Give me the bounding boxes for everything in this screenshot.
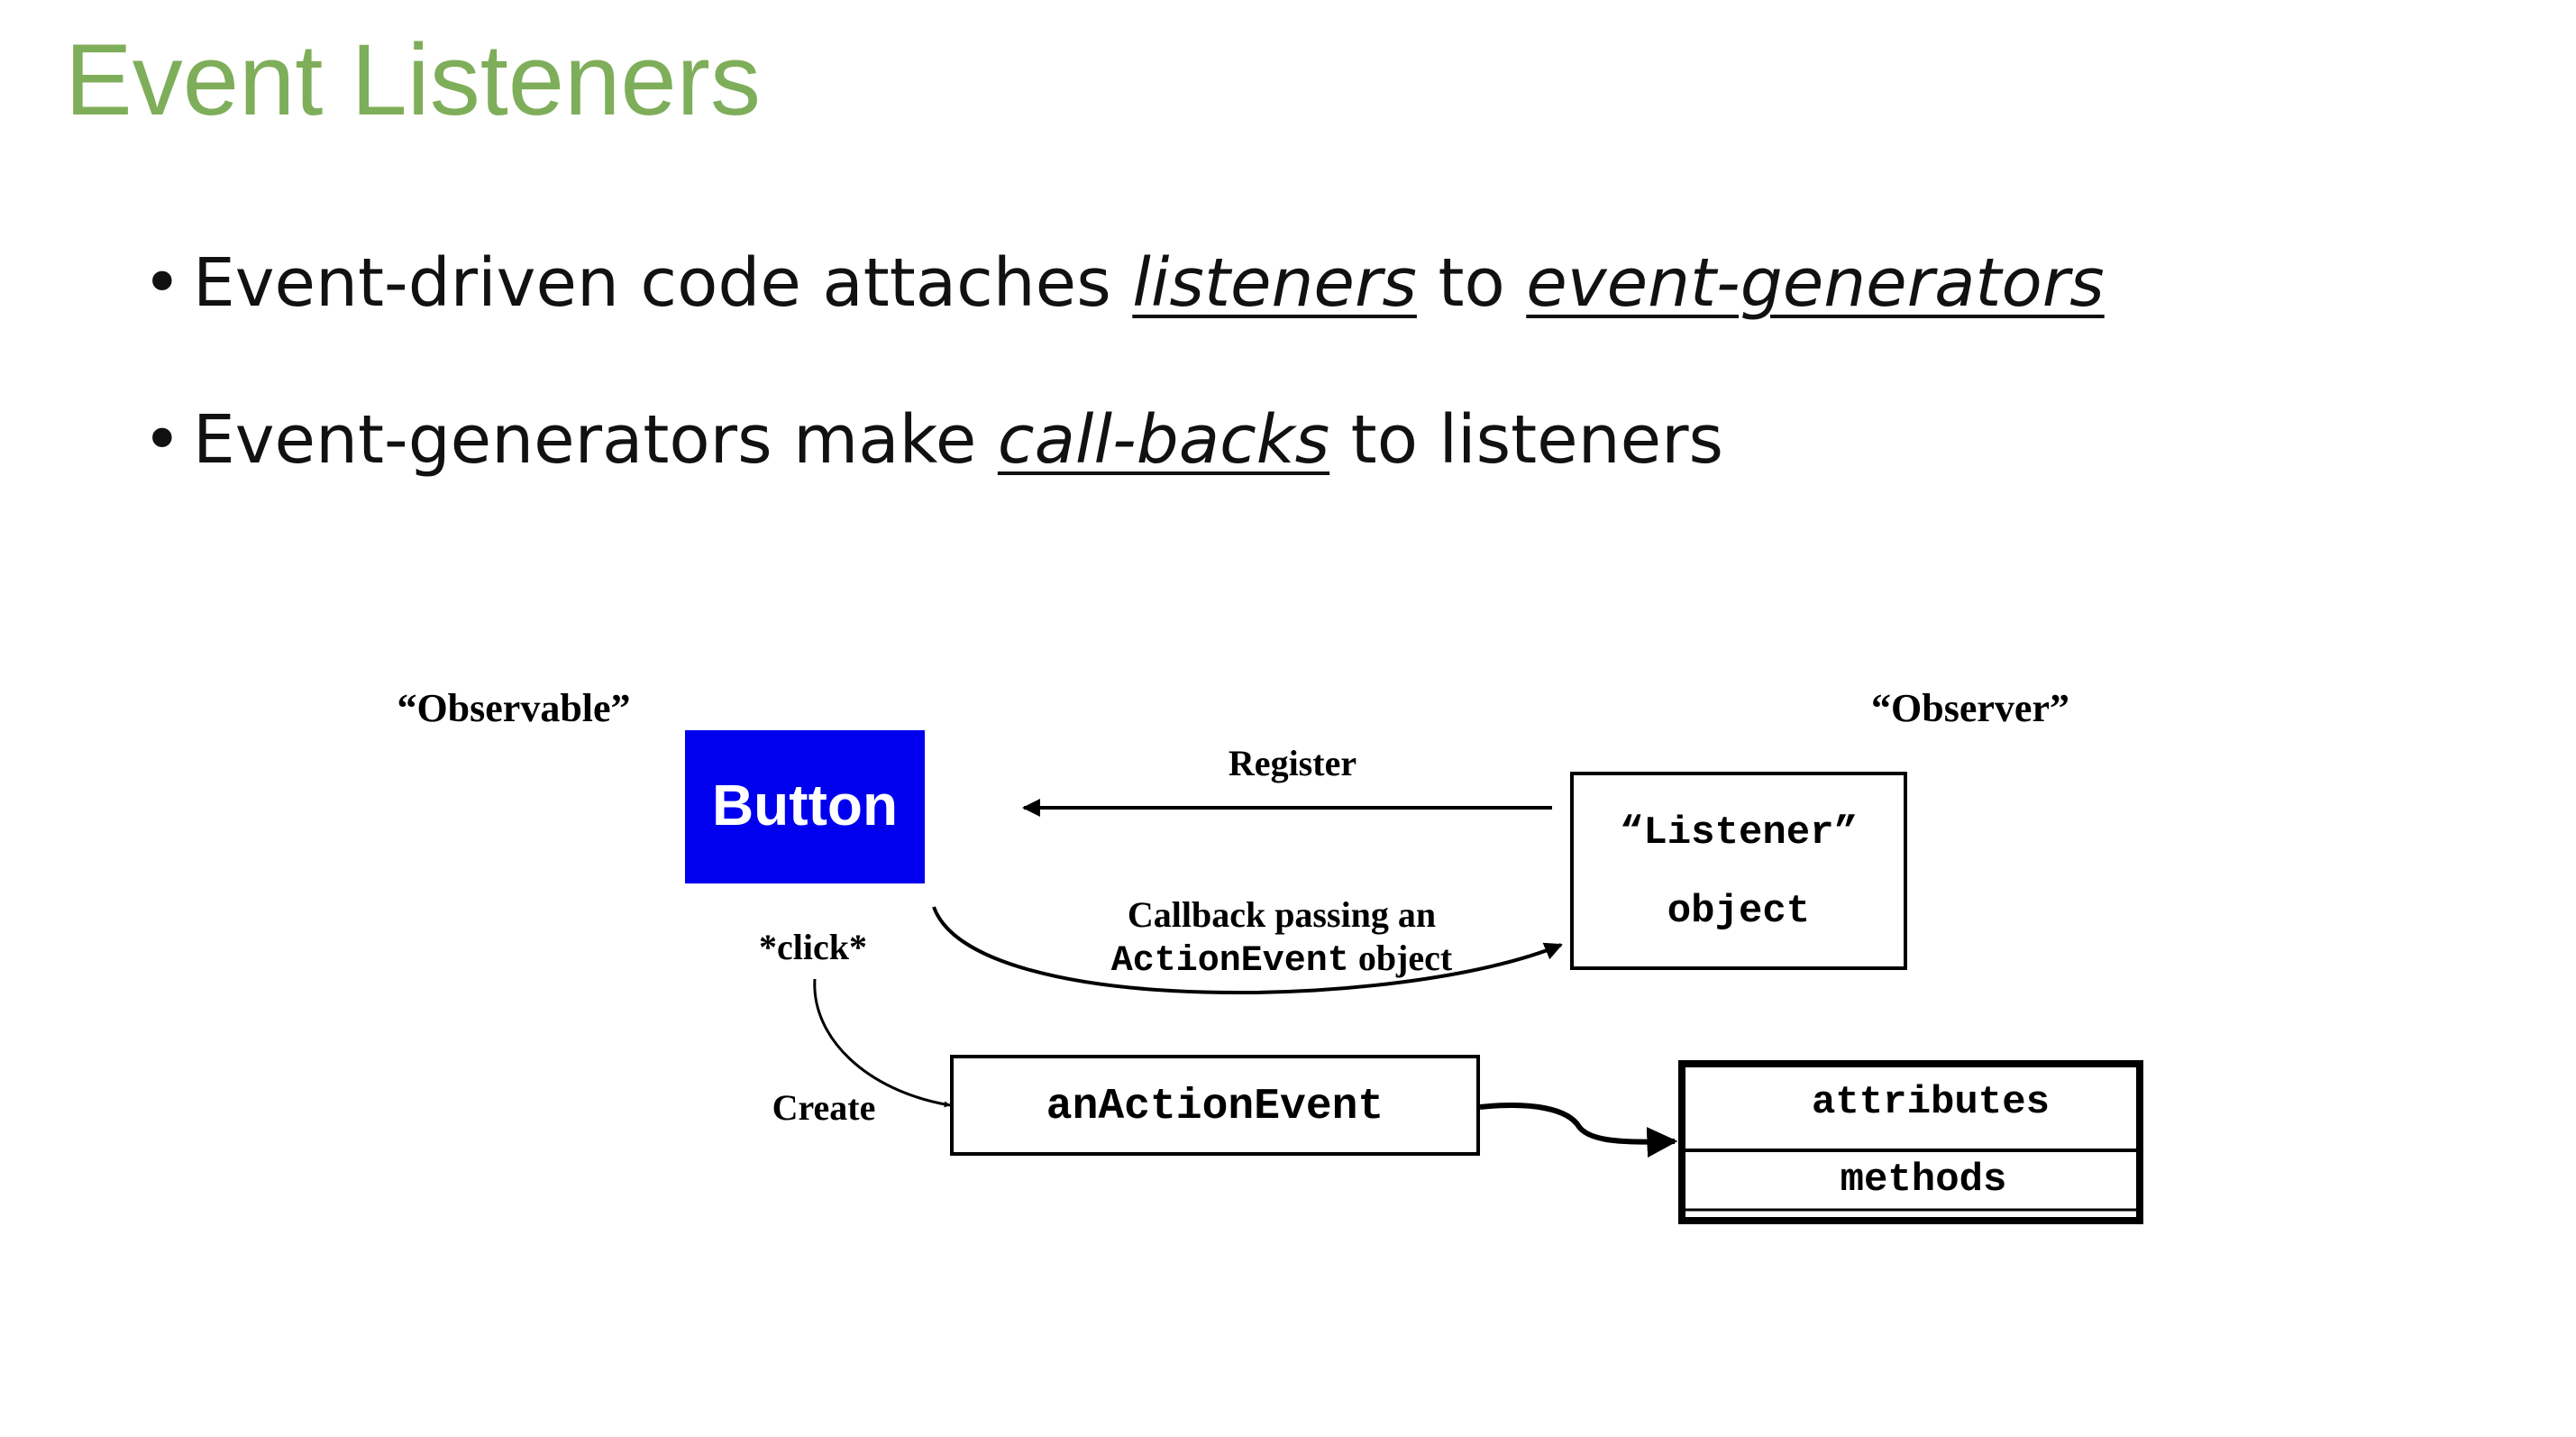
bullet-1-emphasis-event-generators: event-generators	[1526, 244, 2105, 322]
bullet-2-text-a: Event-generators make	[193, 401, 998, 479]
bullet-point-icon: •	[142, 244, 182, 322]
bullet-2-text-b: to listeners	[1329, 401, 1724, 479]
create-label: Create	[772, 1087, 876, 1128]
bullet-item-1: •Event-driven code attaches listeners to…	[142, 243, 2105, 324]
bullet-2-emphasis-call-backs: call-backs	[997, 401, 1330, 479]
class-box-methods: methods	[1841, 1158, 2007, 1203]
bullet-1-emphasis-listeners: listeners	[1132, 244, 1417, 322]
button-node	[685, 730, 925, 883]
observable-label: “Observable”	[397, 686, 630, 730]
action-event-label: anActionEvent	[1046, 1083, 1384, 1131]
register-label: Register	[1229, 743, 1357, 783]
action-event-node	[950, 1055, 1480, 1156]
callback-label-line2: ActionEvent object	[1111, 938, 1453, 982]
create-arrow	[813, 978, 951, 1108]
bullet-1-text-b: to	[1416, 244, 1527, 322]
button-node-label: Button	[712, 773, 898, 837]
listener-object-line1: “Listener”	[1620, 810, 1858, 856]
bullet-point-icon: •	[142, 401, 182, 479]
slide-title: Event Listeners	[65, 23, 761, 136]
click-label: *click*	[759, 927, 867, 967]
listener-object-line2: object	[1667, 889, 1810, 934]
bullet-item-2: •Event-generators make call-backs to lis…	[142, 400, 1723, 481]
callback-arrow	[932, 906, 1563, 994]
callback-label-mono: ActionEvent	[1111, 941, 1349, 982]
callback-label-line1: Callback passing an	[1128, 894, 1436, 935]
bullet-1-text-a: Event-driven code attaches	[193, 244, 1133, 322]
callback-label-rest: object	[1349, 938, 1453, 978]
listener-object-node	[1570, 772, 1907, 970]
instance-of-arrow	[1479, 1103, 1678, 1158]
class-box-attributes: attributes	[1812, 1080, 2050, 1125]
class-box-node	[1678, 1060, 2143, 1224]
observer-label: “Observer”	[1871, 686, 2069, 730]
